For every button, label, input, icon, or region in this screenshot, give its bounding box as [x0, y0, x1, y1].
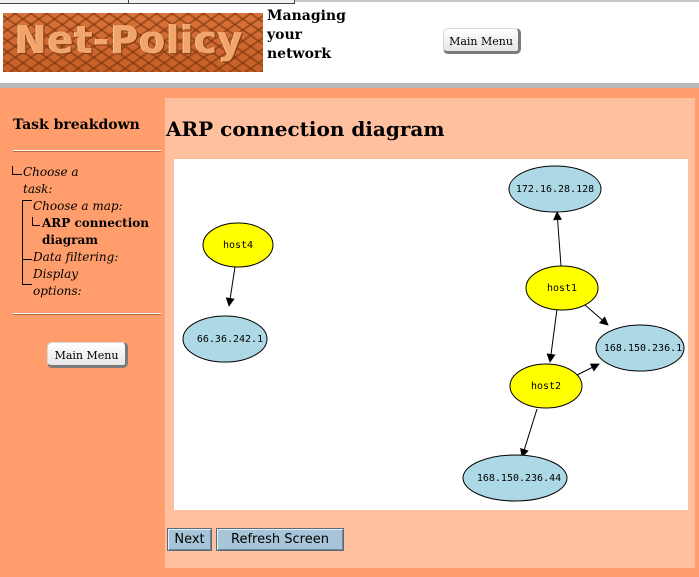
- node-168-150-236-1[interactable]: 168.150.236.1: [595, 324, 685, 372]
- edge-host2-to-168-150-236-44: [520, 408, 538, 458]
- page-title: ARP connection diagram: [166, 117, 445, 141]
- tree-line: [22, 200, 32, 201]
- tagline-line-1: Managing: [267, 8, 346, 24]
- node-host1[interactable]: host1: [525, 265, 599, 311]
- edge-host4-to-66-36-242-1: [225, 266, 236, 307]
- tree-current-step: ARP connection: [42, 216, 150, 230]
- node-172-16-28-128[interactable]: 172.16.28.128: [508, 165, 602, 213]
- tree-step-display-options[interactable]: Display: [33, 267, 79, 281]
- tree-step-choose-map[interactable]: Choose a map:: [33, 199, 123, 213]
- header-divider: [0, 83, 699, 88]
- header-main-menu-button[interactable]: Main Menu: [443, 28, 521, 54]
- edge-host2-to-168-150-236-1: [576, 363, 600, 376]
- net-policy-logo: Net-Policy: [3, 13, 263, 72]
- top-border: [0, 0, 699, 2]
- tree-line: [12, 166, 13, 174]
- arp-connection-diagram: host4 66.36.242.1 172.16.28.128 host1 16…: [174, 159, 688, 510]
- tree-line: [32, 217, 33, 225]
- main-panel: ARP connection diagram host4: [165, 98, 695, 568]
- tree-line: [22, 259, 32, 260]
- node-label: 172.16.28.128: [516, 184, 594, 195]
- diagram-svg: host4 66.36.242.1 172.16.28.128 host1 16…: [182, 165, 685, 502]
- node-label: 66.36.242.1: [197, 334, 263, 345]
- content-area: Task breakdown Choose a task: Choose a m…: [0, 88, 699, 577]
- next-button[interactable]: Next: [167, 528, 212, 551]
- tree-step-choose-task[interactable]: Choose a: [23, 165, 79, 179]
- node-label: 168.150.236.1: [604, 343, 682, 354]
- page-header: Net-Policy Managing your network Main Me…: [0, 0, 699, 83]
- node-host4[interactable]: host4: [202, 222, 274, 268]
- tree-line: [32, 225, 40, 226]
- node-168-150-236-44[interactable]: 168.150.236.44: [462, 454, 568, 502]
- node-label: 168.150.236.44: [477, 473, 561, 484]
- node-66-36-242-1[interactable]: 66.36.242.1: [182, 315, 268, 363]
- tagline-line-2: your: [267, 27, 303, 43]
- sidebar-divider-bottom: [13, 313, 161, 315]
- tree-step-data-filtering[interactable]: Data filtering:: [33, 250, 119, 264]
- edge-host1-to-168-150-236-1: [584, 304, 609, 326]
- tree-step-choose-task-cont[interactable]: task:: [23, 182, 53, 196]
- node-label: host1: [547, 283, 577, 294]
- sidebar-divider-top: [13, 150, 161, 152]
- sidebar: Task breakdown Choose a task: Choose a m…: [0, 88, 165, 577]
- edge-host1-to-host2: [546, 308, 558, 363]
- tagline-line-3: network: [267, 46, 332, 62]
- tree-line: [22, 284, 32, 285]
- tree-step-display-options-cont[interactable]: options:: [33, 284, 82, 298]
- tree-line: [22, 200, 23, 284]
- tagline: Managing your network: [267, 7, 357, 64]
- refresh-screen-button[interactable]: Refresh Screen: [216, 528, 344, 551]
- node-label: host2: [531, 381, 561, 392]
- logo-text: Net-Policy: [15, 18, 244, 62]
- tree-line: [12, 174, 22, 175]
- sidebar-title: Task breakdown: [13, 117, 140, 133]
- top-tab-left: [0, 0, 128, 4]
- node-host2[interactable]: host2: [509, 363, 583, 409]
- sidebar-main-menu-button[interactable]: Main Menu: [47, 342, 128, 368]
- edge-host1-to-172-16-28-128: [553, 211, 563, 267]
- tree-current-step-cont: diagram: [42, 233, 98, 247]
- node-label: host4: [223, 240, 253, 251]
- top-tab-right: [128, 0, 295, 4]
